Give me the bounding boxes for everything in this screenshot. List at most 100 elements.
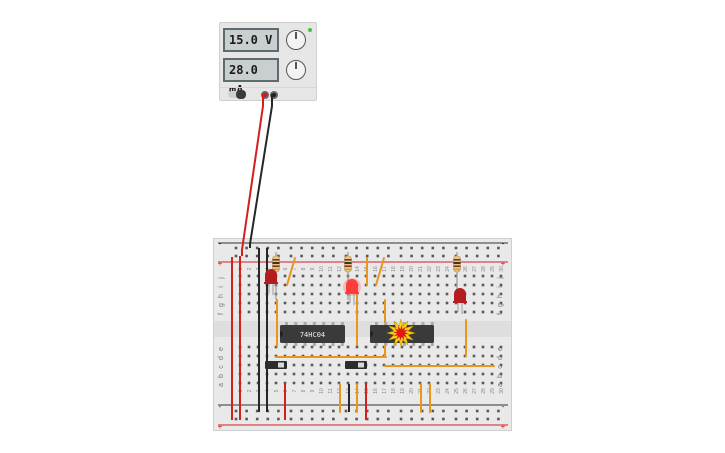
breadboard-hole[interactable]: [310, 274, 314, 278]
breadboard-hole[interactable]: [319, 283, 323, 287]
breadboard-hole[interactable]: [427, 372, 431, 376]
breadboard-hole[interactable]: [364, 372, 368, 376]
rail-hole[interactable]: [454, 417, 458, 421]
breadboard-hole[interactable]: [319, 274, 323, 278]
breadboard-hole[interactable]: [445, 301, 449, 305]
breadboard-hole[interactable]: [328, 372, 332, 376]
rail-hole[interactable]: [234, 246, 238, 250]
breadboard-hole[interactable]: [283, 345, 287, 349]
breadboard-hole[interactable]: [481, 354, 485, 358]
breadboard-hole[interactable]: [373, 310, 377, 314]
breadboard-hole[interactable]: [373, 292, 377, 296]
breadboard-hole[interactable]: [418, 310, 422, 314]
breadboard-hole[interactable]: [490, 310, 494, 314]
breadboard-hole[interactable]: [472, 381, 476, 385]
breadboard-hole[interactable]: [310, 283, 314, 287]
rail-hole[interactable]: [376, 417, 380, 421]
rail-hole[interactable]: [387, 417, 390, 421]
rail-hole[interactable]: [310, 409, 314, 413]
breadboard-hole[interactable]: [247, 310, 251, 314]
breadboard-hole[interactable]: [445, 354, 449, 358]
breadboard-hole[interactable]: [463, 274, 467, 278]
rail-hole[interactable]: [255, 246, 259, 250]
rail-hole[interactable]: [475, 409, 479, 413]
breadboard-hole[interactable]: [490, 274, 494, 278]
breadboard-hole[interactable]: [391, 372, 395, 376]
breadboard-hole[interactable]: [391, 381, 395, 385]
breadboard-hole[interactable]: [481, 310, 485, 314]
breadboard-hole[interactable]: [499, 363, 503, 367]
rail-hole[interactable]: [442, 254, 445, 258]
rail-hole[interactable]: [486, 409, 490, 413]
rail-hole[interactable]: [245, 254, 248, 258]
led-left[interactable]: [264, 269, 278, 295]
positive-supply-wire[interactable]: [241, 94, 264, 256]
breadboard-hole[interactable]: [337, 310, 341, 314]
breadboard-hole[interactable]: [490, 381, 494, 385]
rail-hole[interactable]: [300, 254, 303, 258]
rail-hole[interactable]: [321, 246, 325, 250]
breadboard-hole[interactable]: [427, 345, 431, 349]
breadboard-hole[interactable]: [409, 381, 413, 385]
rail-hole[interactable]: [431, 254, 435, 258]
breadboard-hole[interactable]: [481, 372, 485, 376]
breadboard-hole[interactable]: [490, 292, 494, 296]
breadboard-hole[interactable]: [472, 301, 476, 305]
breadboard-hole[interactable]: [481, 381, 485, 385]
breadboard-hole[interactable]: [337, 345, 341, 349]
breadboard-hole[interactable]: [292, 363, 296, 367]
rail-hole[interactable]: [277, 254, 280, 258]
breadboard-hole[interactable]: [454, 274, 458, 278]
rail-hole[interactable]: [365, 417, 369, 421]
breadboard-hole[interactable]: [247, 283, 251, 287]
breadboard-hole[interactable]: [247, 354, 251, 358]
breadboard-hole[interactable]: [418, 274, 422, 278]
breadboard-hole[interactable]: [319, 310, 323, 314]
breadboard-hole[interactable]: [247, 363, 251, 367]
breadboard-hole[interactable]: [436, 274, 440, 278]
breadboard-hole[interactable]: [391, 292, 395, 296]
breadboard-hole[interactable]: [301, 310, 305, 314]
breadboard-hole[interactable]: [301, 301, 305, 305]
breadboard-hole[interactable]: [499, 372, 503, 376]
breadboard-hole[interactable]: [301, 274, 305, 278]
breadboard-hole[interactable]: [292, 372, 296, 376]
breadboard-hole[interactable]: [418, 372, 422, 376]
breadboard-hole[interactable]: [436, 372, 440, 376]
breadboard-hole[interactable]: [364, 381, 368, 385]
breadboard-hole[interactable]: [481, 274, 485, 278]
rail-hole[interactable]: [399, 246, 403, 250]
rail-hole[interactable]: [355, 246, 358, 250]
breadboard-hole[interactable]: [499, 354, 503, 358]
voltage-knob[interactable]: [286, 30, 306, 50]
rail-hole[interactable]: [410, 246, 413, 250]
rail-hole[interactable]: [245, 417, 248, 421]
breadboard-hole[interactable]: [301, 372, 305, 376]
breadboard-hole[interactable]: [337, 283, 341, 287]
breadboard-hole[interactable]: [373, 274, 377, 278]
breadboard-hole[interactable]: [283, 274, 287, 278]
breadboard-hole[interactable]: [283, 301, 287, 305]
breadboard-hole[interactable]: [418, 354, 422, 358]
rail-hole[interactable]: [431, 246, 435, 250]
breadboard-hole[interactable]: [319, 363, 323, 367]
breadboard-hole[interactable]: [310, 301, 314, 305]
breadboard-hole[interactable]: [400, 345, 404, 349]
breadboard-hole[interactable]: [328, 345, 332, 349]
breadboard-hole[interactable]: [454, 310, 458, 314]
breadboard-hole[interactable]: [364, 310, 368, 314]
breadboard-hole[interactable]: [328, 310, 332, 314]
rail-hole[interactable]: [497, 254, 500, 258]
breadboard-hole[interactable]: [373, 372, 377, 376]
breadboard-hole[interactable]: [481, 301, 485, 305]
breadboard-hole[interactable]: [409, 301, 413, 305]
breadboard-hole[interactable]: [490, 354, 494, 358]
breadboard-hole[interactable]: [445, 274, 449, 278]
breadboard-hole[interactable]: [418, 283, 422, 287]
switch-knob[interactable]: [358, 362, 364, 368]
breadboard-hole[interactable]: [436, 345, 440, 349]
breadboard-hole[interactable]: [472, 372, 476, 376]
rail-hole[interactable]: [344, 417, 348, 421]
breadboard-hole[interactable]: [310, 310, 314, 314]
